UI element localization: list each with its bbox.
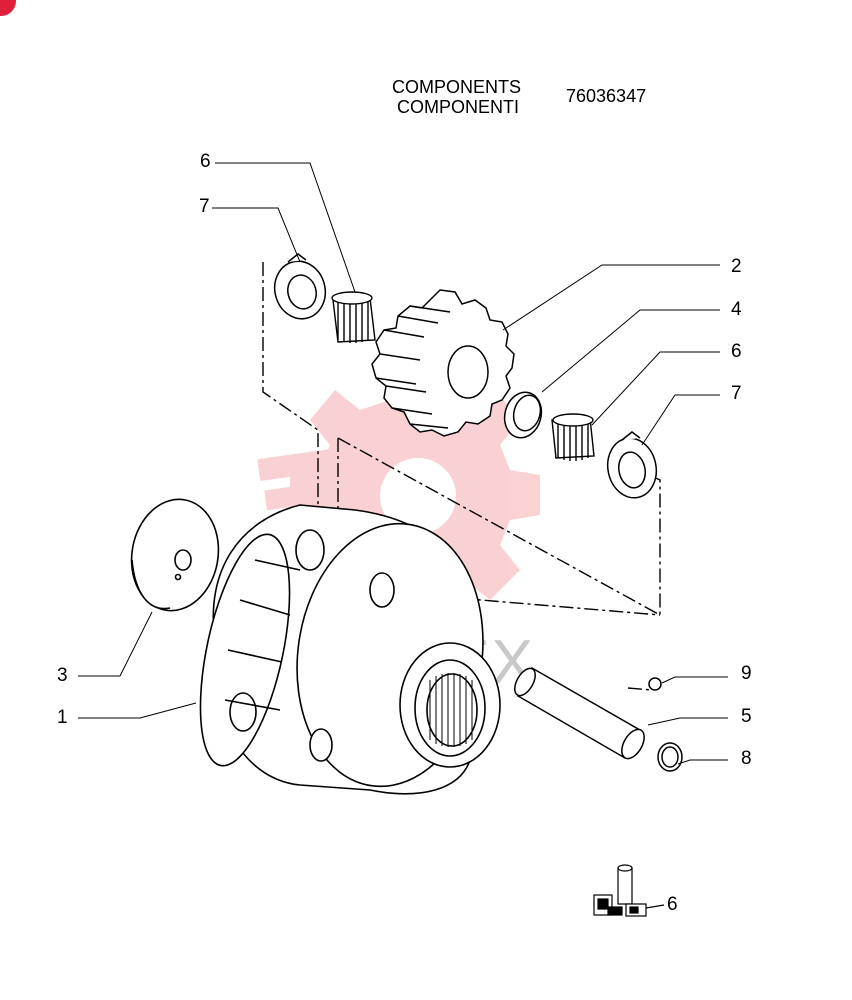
part-spacer-ring: [503, 391, 543, 439]
callout-3: 3: [57, 665, 68, 686]
assembly-thumbnail-icon: [593, 864, 665, 917]
callout-7-upper: 7: [199, 196, 210, 217]
callout-1: 1: [57, 707, 68, 728]
callout-2: 2: [731, 256, 742, 277]
part-needle-bearing-upper: [331, 291, 376, 343]
part-ball: [648, 677, 662, 691]
callout-6-upper: 6: [200, 151, 211, 172]
part-pin: [514, 666, 645, 760]
part-circlip-lower: [606, 431, 658, 499]
callout-5: 5: [741, 706, 752, 727]
title-block: COMPONENTS COMPONENTI 76036347: [380, 76, 680, 120]
title-english: COMPONENTS: [392, 77, 522, 97]
part-needle-bearing-lower: [551, 413, 595, 461]
part-number: 76036347: [566, 86, 647, 106]
part-circlip-upper: [273, 253, 327, 320]
callout-8: 8: [741, 748, 752, 769]
callout-7-lower: 7: [731, 383, 742, 404]
callout-4: 4: [731, 299, 742, 320]
housing-spline-teeth: [429, 673, 473, 747]
callout-labels: 6 7 2 4 6 7 3 1 9 5 8: [57, 151, 752, 769]
part-snap-ring: [657, 742, 683, 772]
callout-6-lower: 6: [731, 341, 742, 362]
callout-9: 9: [741, 663, 752, 684]
leader-lines: [78, 162, 728, 765]
part-housing: [199, 504, 501, 795]
thumbnail-label: 6: [667, 894, 678, 915]
title-italian: COMPONENTI: [397, 97, 520, 117]
part-thrust-disc: [130, 498, 220, 612]
part-planet-gear: [371, 289, 515, 437]
